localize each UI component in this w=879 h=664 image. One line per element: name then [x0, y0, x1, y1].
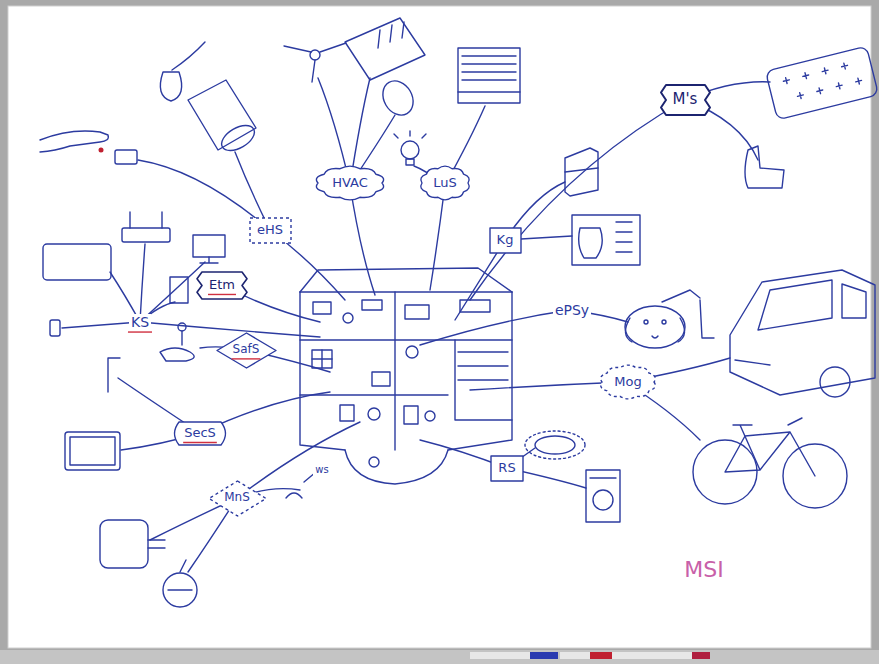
node-text: eHS	[257, 223, 283, 238]
decision-diamond: SafS	[216, 332, 277, 369]
cloud-bubble: Mog	[599, 364, 657, 400]
process-box: RS	[490, 455, 524, 482]
scroll-box: SecS	[171, 419, 229, 448]
red-underline	[232, 358, 261, 359]
outline-path	[209, 481, 266, 516]
outline-path	[197, 272, 247, 299]
process-box: Kg	[489, 227, 522, 254]
outline-path	[661, 85, 710, 115]
node-text: SecS	[184, 426, 216, 441]
node-text: SafS	[233, 343, 260, 357]
node-text: Etm	[209, 278, 235, 293]
node-text: LuS	[433, 176, 457, 191]
node-text: Mog	[614, 375, 641, 390]
outline-path	[491, 456, 523, 481]
node-text: Kg	[497, 233, 514, 248]
outline-path	[250, 218, 291, 243]
zigzag-box: Etm	[196, 271, 248, 300]
branch-label: KS	[129, 314, 151, 330]
red-underline	[208, 294, 236, 295]
outline-path	[601, 365, 656, 399]
red-underline	[183, 442, 217, 443]
outline-path	[421, 166, 469, 200]
outline-path	[175, 422, 226, 445]
decision-diamond: MnS	[208, 480, 267, 517]
red-underline	[128, 331, 152, 332]
node-text: M's	[673, 91, 698, 108]
outline-path	[490, 228, 521, 253]
zigzag-box: M's	[660, 84, 711, 116]
branch-label: ePSy	[553, 302, 591, 318]
node-text: MnS	[224, 491, 250, 505]
dashed-box: eHS	[249, 217, 292, 244]
signature: MSI	[682, 557, 725, 582]
small-label: ws	[313, 464, 330, 476]
outline-path	[316, 166, 383, 200]
node-text: RS	[498, 461, 515, 476]
node-text: HVAC	[332, 176, 368, 191]
outline-path	[217, 333, 276, 368]
cloud-bubble: HVAC	[315, 165, 385, 201]
cloud-bubble: LuS	[419, 165, 471, 201]
